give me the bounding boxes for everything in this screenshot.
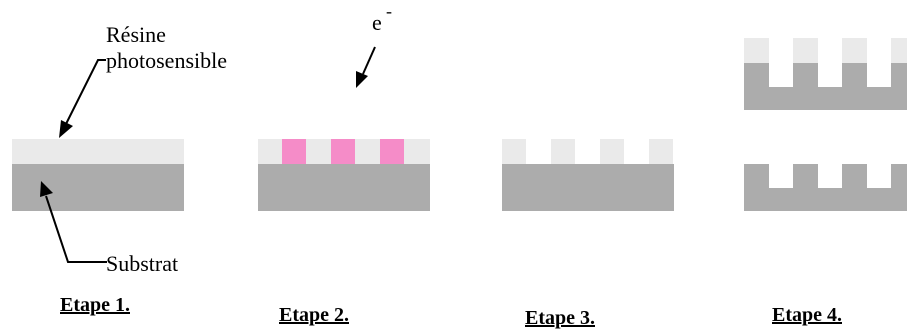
step-2-title: Etape 2.	[279, 304, 349, 326]
step-2-exposed-region	[282, 139, 306, 164]
resist-pointer-arrow	[59, 59, 106, 138]
step-2-exposed-region	[380, 139, 404, 164]
step-4-title: Etape 4.	[772, 304, 842, 326]
step-2-substrate	[258, 164, 430, 211]
electron-charge-label: -	[386, 1, 392, 21]
step-4-etched-final	[744, 164, 907, 211]
step-2-exposed-region	[331, 139, 355, 164]
step-3-resist-block	[551, 139, 575, 164]
step-4-resist-block	[793, 38, 818, 63]
step-4-etched-substrate	[744, 63, 907, 110]
electron-label: e	[372, 10, 382, 35]
step-4-resist-block	[744, 38, 769, 63]
step-4-etched-with-resist	[744, 38, 907, 110]
step-3-resist-block	[502, 139, 526, 164]
step-4-resist-block	[842, 38, 867, 63]
substrate-pointer-arrow	[40, 181, 107, 263]
step-3-resist-block	[600, 139, 624, 164]
step-4-resist-block	[891, 38, 907, 63]
step-1-stack	[12, 139, 184, 211]
step-3-resist-block	[649, 139, 673, 164]
substrate-label: Substrat	[106, 251, 179, 276]
resist-label-line1: Résine	[106, 22, 166, 47]
electron-beam-arrow	[356, 46, 376, 88]
step-1-title: Etape 1.	[60, 294, 130, 316]
step-3-title: Etape 3.	[525, 307, 595, 329]
resist-label-line2: photosensible	[106, 48, 227, 73]
step-1-resist-layer	[12, 139, 184, 164]
step-3-stack	[502, 139, 674, 211]
step-3-substrate	[502, 164, 674, 211]
step-1-substrate	[12, 164, 184, 211]
step-4-final-substrate	[744, 164, 907, 211]
step-2-stack	[258, 139, 430, 211]
